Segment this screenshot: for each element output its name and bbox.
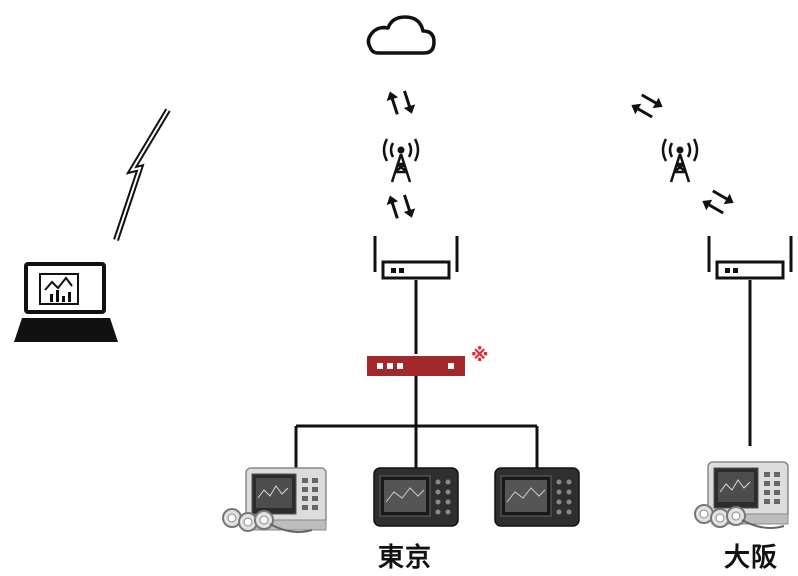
bidirectional-arrows-icon	[382, 187, 420, 226]
wireless-router-icon	[373, 234, 459, 280]
bidirectional-arrows-icon	[626, 86, 668, 126]
wireless-router-icon	[707, 234, 793, 280]
wireless-link-icon	[113, 108, 171, 241]
bidirectional-arrows-icon	[697, 182, 739, 222]
network-hub-icon	[367, 356, 465, 376]
hub-branch-lines	[294, 376, 539, 470]
laptop-chart-icon	[14, 262, 118, 342]
data-logger-icon	[494, 467, 580, 527]
data-logger-icon	[373, 467, 459, 527]
city-label-tokyo: 東京	[378, 543, 433, 573]
cell-tower-icon	[661, 137, 699, 184]
city-label-osaka: 大阪	[724, 543, 779, 573]
note-mark: ※	[471, 345, 489, 366]
bidirectional-arrows-icon	[382, 83, 420, 122]
cloud-icon	[366, 15, 436, 55]
cell-tower-icon	[382, 137, 420, 184]
